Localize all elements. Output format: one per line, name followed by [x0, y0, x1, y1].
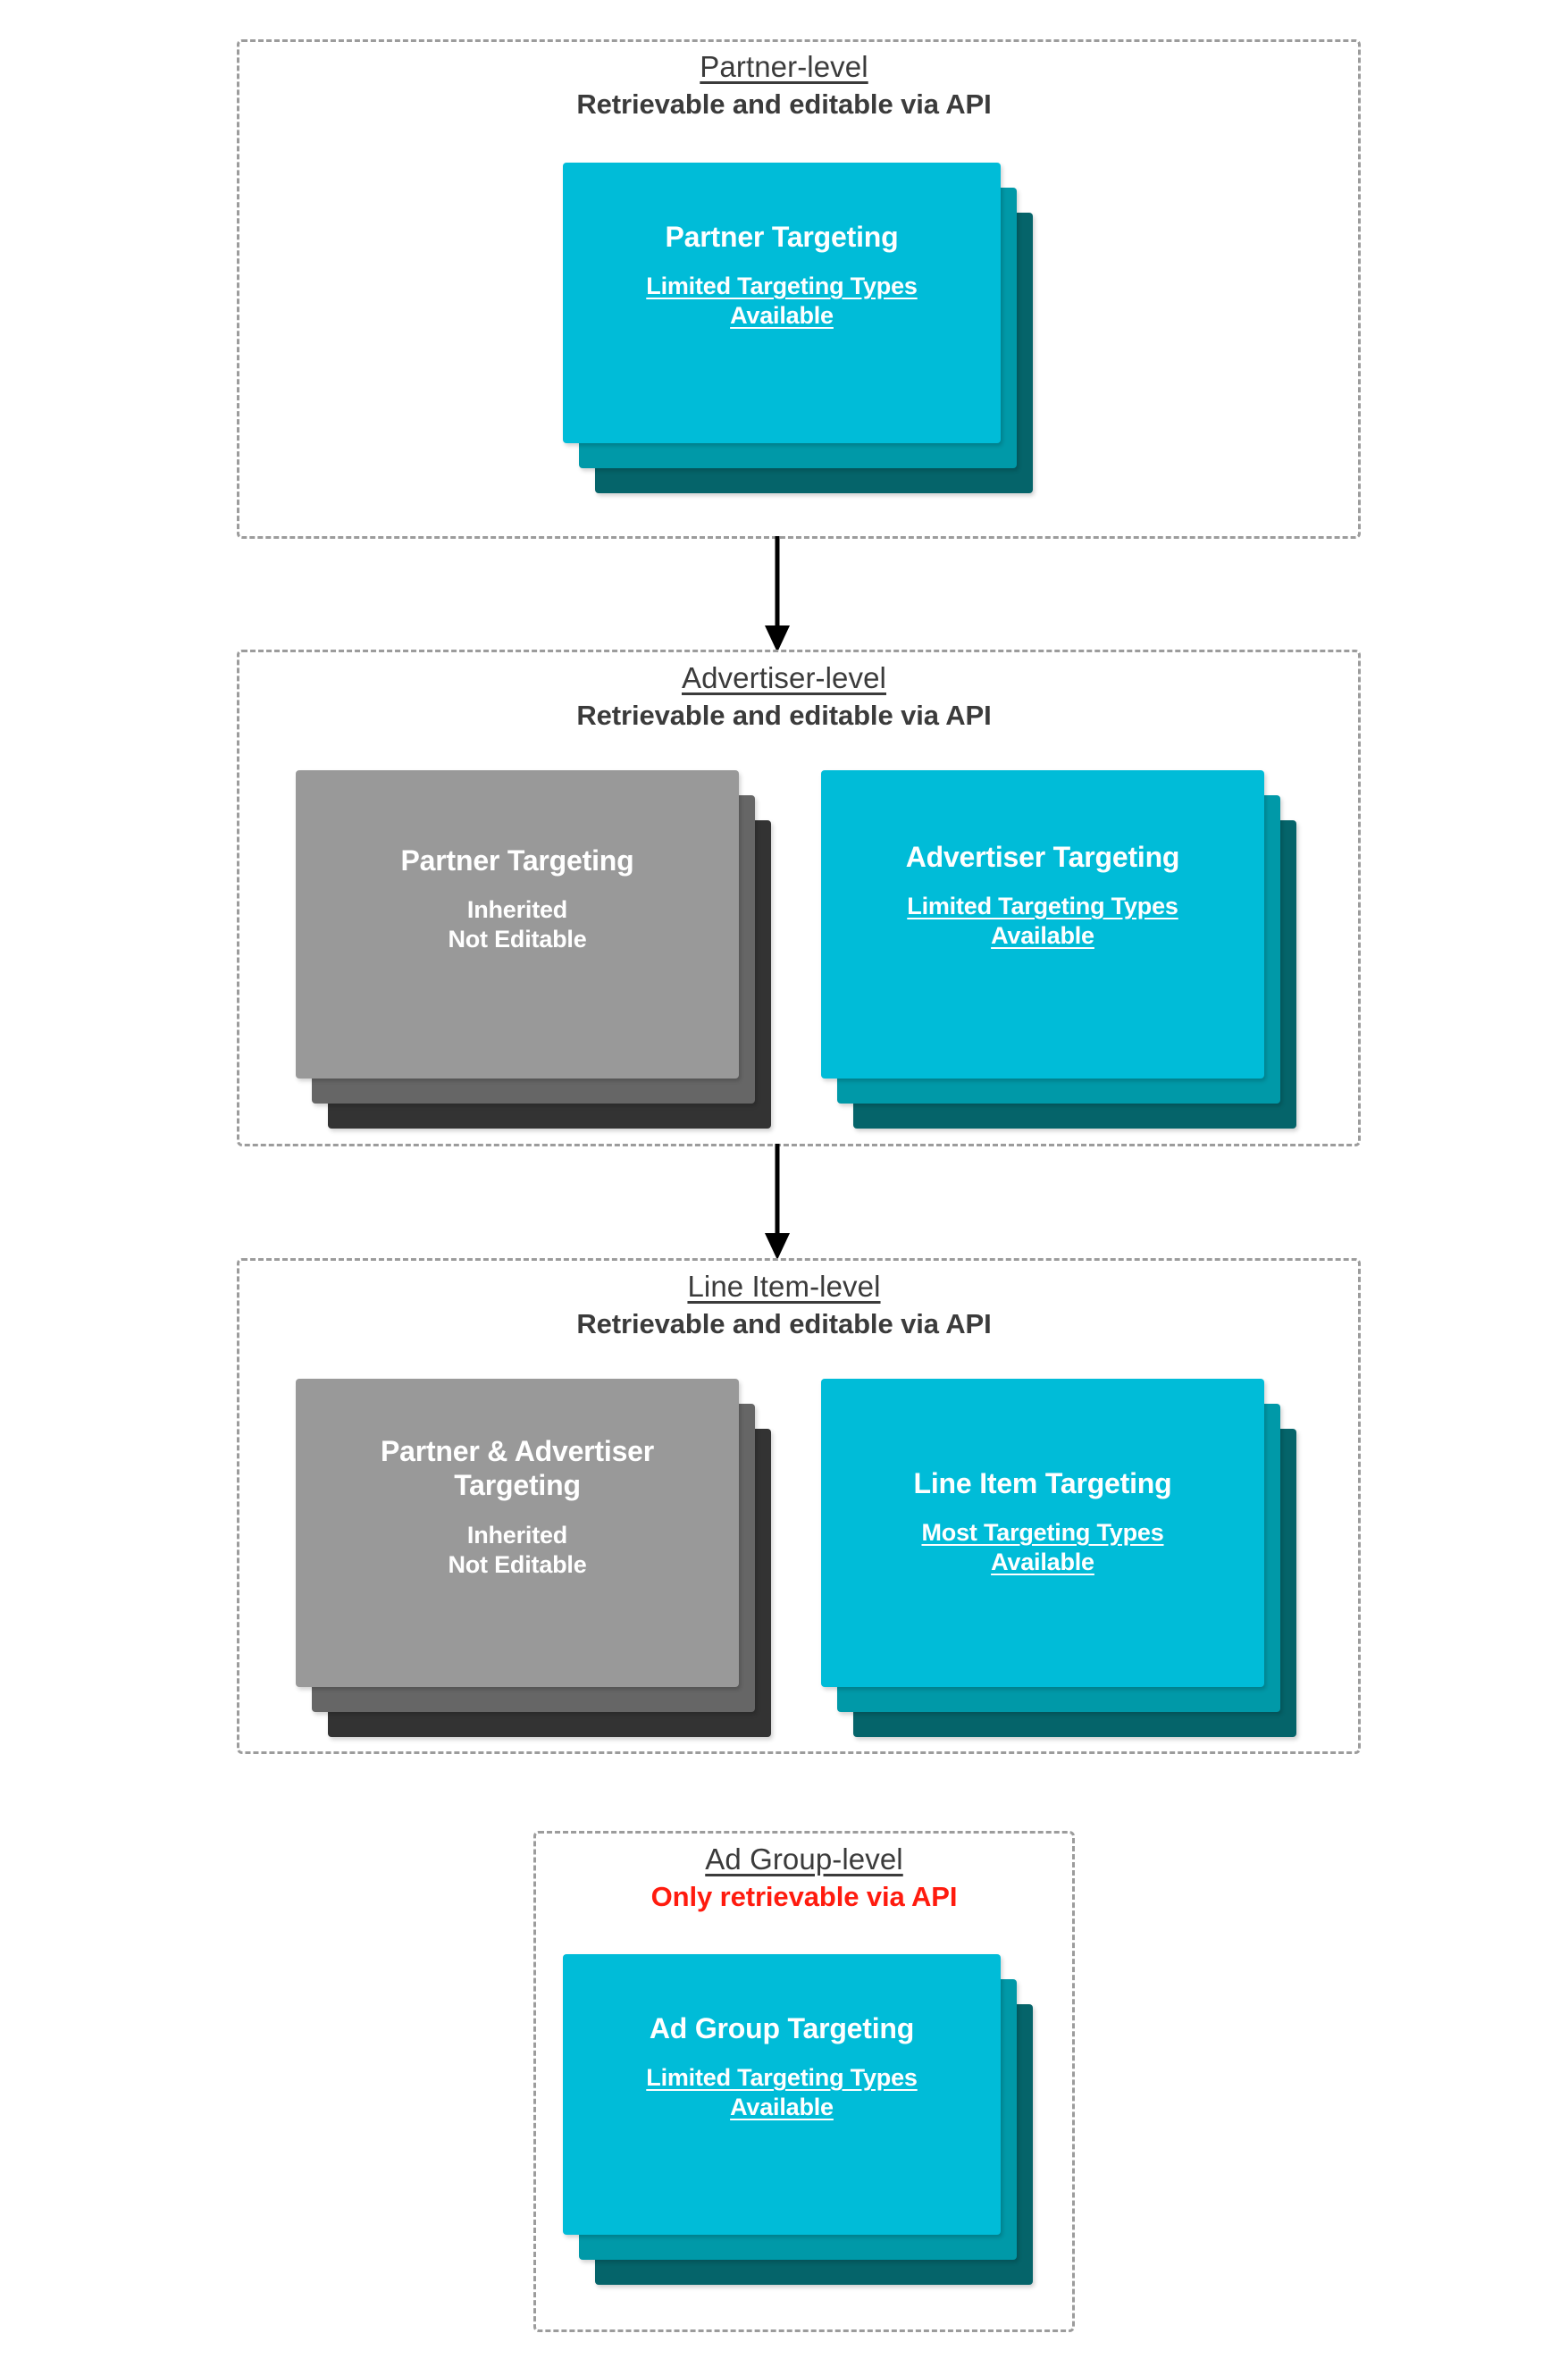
- card-stack-inherited-partner-advertiser-targeting[interactable]: Partner & Advertiser Targeting Inherited…: [296, 1379, 787, 1737]
- card-content: Advertiser Targeting Limited Targeting T…: [821, 840, 1264, 951]
- card-title: Partner & Advertiser Targeting: [315, 1434, 719, 1503]
- card-stack-line-item-targeting[interactable]: Line Item Targeting Most Targeting Types…: [821, 1379, 1312, 1737]
- card-ad-group-targeting[interactable]: Ad Group Targeting Limited Targeting Typ…: [563, 1954, 1001, 2235]
- card-subtitle: Inherited Not Editable: [315, 1521, 719, 1580]
- arrow-partner-to-advertiser: [765, 536, 790, 652]
- arrow-advertiser-to-line-item: [765, 1144, 790, 1260]
- card-subtitle-line-1: Limited Targeting Types: [646, 2064, 918, 2092]
- card-subtitle: Limited Targeting Types Available: [841, 892, 1245, 951]
- card-subtitle: Inherited Not Editable: [315, 895, 719, 954]
- card-subtitle: Limited Targeting Types Available: [583, 272, 981, 331]
- card-title: Line Item Targeting: [913, 1467, 1172, 1499]
- card-subtitle-line-1: Most Targeting Types: [921, 1519, 1164, 1547]
- card-stack-ad-group-targeting[interactable]: Ad Group Targeting Limited Targeting Typ…: [563, 1954, 1045, 2285]
- card-inherited-partner-targeting[interactable]: Partner Targeting Inherited Not Editable: [296, 770, 739, 1079]
- panel-advertiser-level: [237, 650, 1361, 1146]
- card-advertiser-targeting[interactable]: Advertiser Targeting Limited Targeting T…: [821, 770, 1264, 1079]
- card-title: Partner Targeting: [665, 221, 899, 253]
- card-title: Ad Group Targeting: [649, 2012, 915, 2044]
- card-partner-targeting[interactable]: Partner Targeting Limited Targeting Type…: [563, 163, 1001, 443]
- card-title-line-2: Targeting: [454, 1469, 581, 1502]
- card-subtitle-line-2: Not Editable: [448, 1550, 587, 1578]
- card-subtitle-line-2: Available: [730, 302, 834, 330]
- card-content: Ad Group Targeting Limited Targeting Typ…: [563, 2011, 1001, 2122]
- panel-ad-group-level: [533, 1831, 1075, 2332]
- card-subtitle-line-2: Available: [991, 1549, 1094, 1576]
- card-subtitle: Most Targeting Types Available: [841, 1518, 1245, 1577]
- card-subtitle-line-2: Available: [991, 922, 1094, 950]
- card-stack-partner-targeting[interactable]: Partner Targeting Limited Targeting Type…: [563, 163, 1045, 493]
- card-content: Partner & Advertiser Targeting Inherited…: [296, 1434, 739, 1580]
- card-stack-advertiser-targeting[interactable]: Advertiser Targeting Limited Targeting T…: [821, 770, 1312, 1129]
- card-title: Advertiser Targeting: [905, 841, 1180, 873]
- card-subtitle-line-2: Not Editable: [448, 926, 587, 953]
- card-content: Partner Targeting Inherited Not Editable: [296, 844, 739, 954]
- card-subtitle-line-1: Limited Targeting Types: [907, 893, 1178, 920]
- card-line-item-targeting[interactable]: Line Item Targeting Most Targeting Types…: [821, 1379, 1264, 1687]
- card-subtitle-line-1: Limited Targeting Types: [646, 273, 918, 300]
- card-stack-inherited-partner-targeting[interactable]: Partner Targeting Inherited Not Editable: [296, 770, 787, 1129]
- card-subtitle-line-1: Inherited: [466, 896, 568, 924]
- card-subtitle: Limited Targeting Types Available: [583, 2063, 981, 2122]
- card-content: Line Item Targeting Most Targeting Types…: [821, 1466, 1264, 1577]
- panel-partner-level: [237, 39, 1361, 539]
- card-title-line-1: Partner & Advertiser: [380, 1435, 655, 1467]
- card-title: Partner Targeting: [400, 844, 634, 877]
- card-content: Partner Targeting Limited Targeting Type…: [563, 220, 1001, 331]
- card-subtitle-line-1: Inherited: [466, 1521, 568, 1549]
- card-inherited-partner-advertiser-targeting[interactable]: Partner & Advertiser Targeting Inherited…: [296, 1379, 739, 1687]
- panel-line-item-level: [237, 1258, 1361, 1754]
- card-subtitle-line-2: Available: [730, 2094, 834, 2121]
